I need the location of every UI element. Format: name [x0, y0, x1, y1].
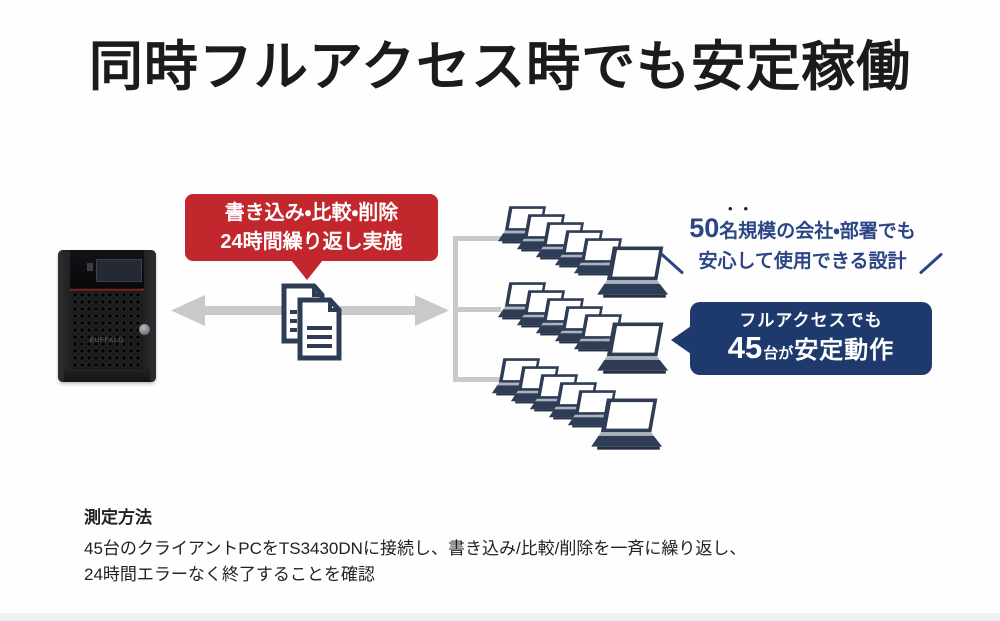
- method-line2: 24時間エラーなく終了することを確認: [84, 565, 375, 585]
- nas-power-button: [87, 263, 93, 271]
- page-title: 同時フルアクセス時でも安定稼働: [88, 37, 912, 97]
- nas-brand-logo: BUFFALO: [89, 337, 125, 344]
- load-label-pointer: [291, 260, 323, 280]
- result-badge-rest: 安定動作: [794, 337, 895, 365]
- laptop-icon: [597, 322, 669, 374]
- load-label-line1: 書き込み・比較・削除: [224, 201, 399, 224]
- result-badge-unit: 台が: [763, 345, 794, 363]
- bracket-stub-bottom: [453, 377, 501, 382]
- load-label: 書き込み・比較・削除 24時間繰り返し実施: [185, 194, 438, 261]
- result-badge: フルアクセスでも 45 台が 安定動作: [690, 302, 932, 375]
- clients-note-number: 50: [689, 213, 720, 243]
- nas-right-rail: [142, 250, 156, 382]
- nas-base: [64, 369, 150, 382]
- clients-note-line2: 安心して使用できる設計: [698, 251, 907, 272]
- result-badge-number: 45: [727, 330, 763, 366]
- emphasis-dots: ••: [727, 201, 760, 216]
- nas-mesh-door: BUFFALO: [72, 292, 142, 368]
- nas-display: [96, 259, 142, 282]
- clients-note: •• 50名規模の会社・部署でも 安心して使用できる設計: [660, 202, 945, 273]
- load-label-line2: 24時間繰り返し実施: [220, 230, 403, 253]
- nas-accent-line: [70, 289, 144, 291]
- bracket-stub-middle: [453, 307, 501, 312]
- nas-left-rail: [58, 250, 72, 382]
- method-line1: 45台のクライアントPCをTS3430DNに接続し、書き込み/比較/削除を一斉に…: [84, 539, 747, 558]
- result-badge-line1: フルアクセスでも: [739, 310, 883, 330]
- method-section: 測定方法 45台のクライアントPCをTS3430DNに接続し、書き込み/比較/削…: [84, 503, 944, 589]
- laptop-icon: [591, 398, 663, 450]
- result-badge-line2: 45 台が 安定動作: [728, 330, 895, 366]
- clients-note-line1: 50名規模の会社・部署でも: [660, 213, 945, 244]
- method-heading: 測定方法: [84, 508, 152, 527]
- documents-icon: [281, 283, 342, 361]
- bracket-stub-top: [453, 236, 501, 241]
- nas-top-panel: [70, 250, 144, 288]
- bottom-edge-strip: [0, 613, 1000, 621]
- nas-lock-icon: [139, 324, 150, 335]
- clients-note-line1-rest: 名規模の会社・部署でも: [719, 221, 916, 242]
- result-badge-pointer: [671, 326, 691, 354]
- nas-device: BUFFALO: [58, 250, 156, 382]
